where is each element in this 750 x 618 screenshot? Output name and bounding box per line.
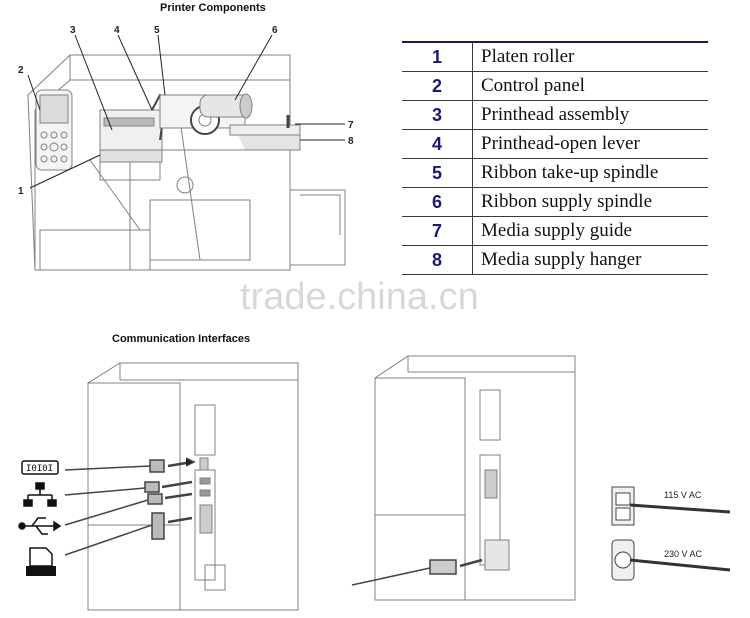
interface-cables: [64, 457, 196, 556]
callout-1: 1: [18, 186, 24, 197]
outlet-230v: 230 V AC: [611, 539, 731, 581]
interface-icons: I0I0I: [18, 460, 62, 576]
part-name: Ribbon take-up spindle: [472, 158, 708, 188]
callout-leaders: [27, 34, 345, 189]
network-icon: [23, 482, 57, 507]
usb-icon: [18, 517, 62, 535]
outlet-115v: 115 V AC: [611, 486, 731, 526]
parallel-printer-icon: [26, 547, 56, 576]
communication-interfaces-title: Communication Interfaces: [112, 333, 251, 345]
part-name: Ribbon supply spindle: [472, 187, 708, 217]
voltage-230-label: 230 V AC: [664, 549, 703, 559]
callout-4: 4: [114, 25, 120, 36]
printer-components-title: Printer Components: [160, 2, 266, 14]
interfaces-printer-diagram: [87, 362, 299, 611]
serial-port-icon: I0I0I: [21, 460, 59, 475]
callout-7: 7: [348, 120, 354, 131]
svg-text:I0I0I: I0I0I: [26, 464, 53, 474]
part-number: 6: [402, 187, 473, 217]
callout-8: 8: [348, 136, 354, 147]
callout-numbers: 1 2 3 4 5 6 7 8: [18, 25, 354, 197]
part-name: Media supply guide: [472, 216, 708, 246]
part-name: Printhead assembly: [472, 100, 708, 130]
watermark: trade.china.cn: [240, 276, 479, 318]
part-name: Media supply hanger: [472, 245, 708, 275]
callout-3: 3: [70, 25, 76, 36]
power-printer-diagram: [374, 355, 576, 601]
part-number: 8: [402, 245, 473, 275]
callout-5: 5: [154, 25, 160, 36]
callout-6: 6: [272, 25, 278, 36]
power-cable: [351, 558, 483, 586]
voltage-115-label: 115 V AC: [664, 490, 702, 500]
part-number: 5: [402, 158, 473, 188]
part-number: 2: [402, 71, 473, 101]
part-name: Platen roller: [472, 42, 708, 72]
part-number: 1: [402, 42, 473, 72]
part-number: 7: [402, 216, 473, 246]
part-number: 3: [402, 100, 473, 130]
part-name: Printhead-open lever: [472, 129, 708, 159]
callout-2: 2: [18, 65, 24, 76]
part-number: 4: [402, 129, 473, 159]
printer-components-diagram: [27, 54, 346, 271]
part-name: Control panel: [472, 71, 708, 101]
